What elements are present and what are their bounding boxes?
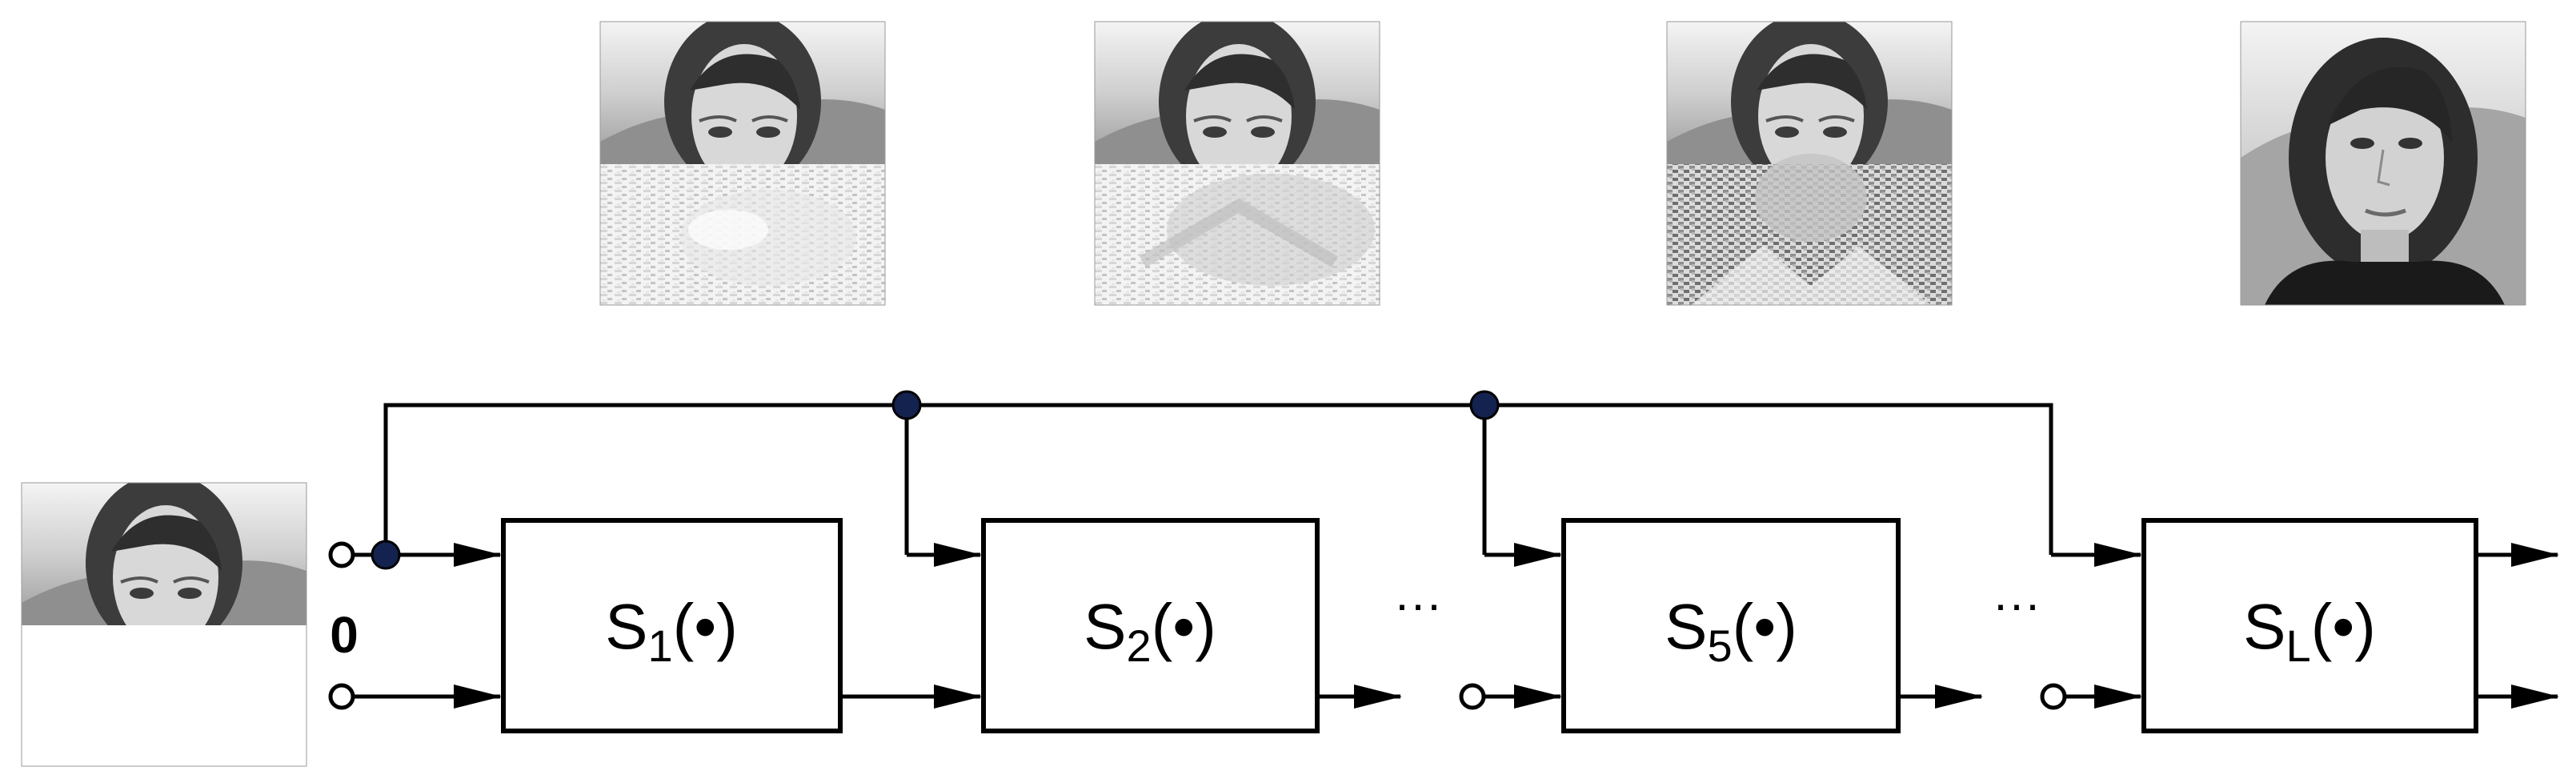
svg-text:S2(•): S2(•) — [1084, 591, 1216, 671]
svg-text:S1(•): S1(•) — [605, 591, 738, 671]
final-output-face — [2240, 21, 2526, 306]
sL-terminal — [2040, 683, 2067, 710]
stage-2-output-face — [1094, 21, 1380, 306]
svg-text:S5(•): S5(•) — [1665, 591, 1797, 671]
zero-input-label: 0 — [330, 606, 359, 664]
skip-bus-line — [383, 403, 2053, 555]
block-sL: SL(•) — [2141, 518, 2478, 733]
block-s2: S2(•) — [981, 518, 1320, 733]
block-s5: S5(•) — [1561, 518, 1901, 733]
stage-1-output-face — [599, 21, 886, 306]
s5-terminal — [1459, 683, 1486, 710]
input-terminal-top — [328, 541, 355, 568]
wires — [352, 403, 2559, 709]
input-terminal-bottom — [328, 683, 355, 710]
ellipsis-2: ··· — [1993, 577, 2041, 631]
junctions — [371, 390, 1500, 570]
stage-5-output-face — [1666, 21, 1953, 306]
block-s1: S1(•) — [501, 518, 843, 733]
ellipsis-1: ··· — [1394, 577, 1442, 631]
junction-s5 — [1469, 390, 1500, 420]
input-partial-face — [21, 482, 307, 767]
svg-text:SL(•): SL(•) — [2243, 591, 2376, 671]
junction-input — [371, 540, 401, 570]
junction-s2 — [891, 390, 922, 420]
terminals — [328, 541, 2067, 710]
